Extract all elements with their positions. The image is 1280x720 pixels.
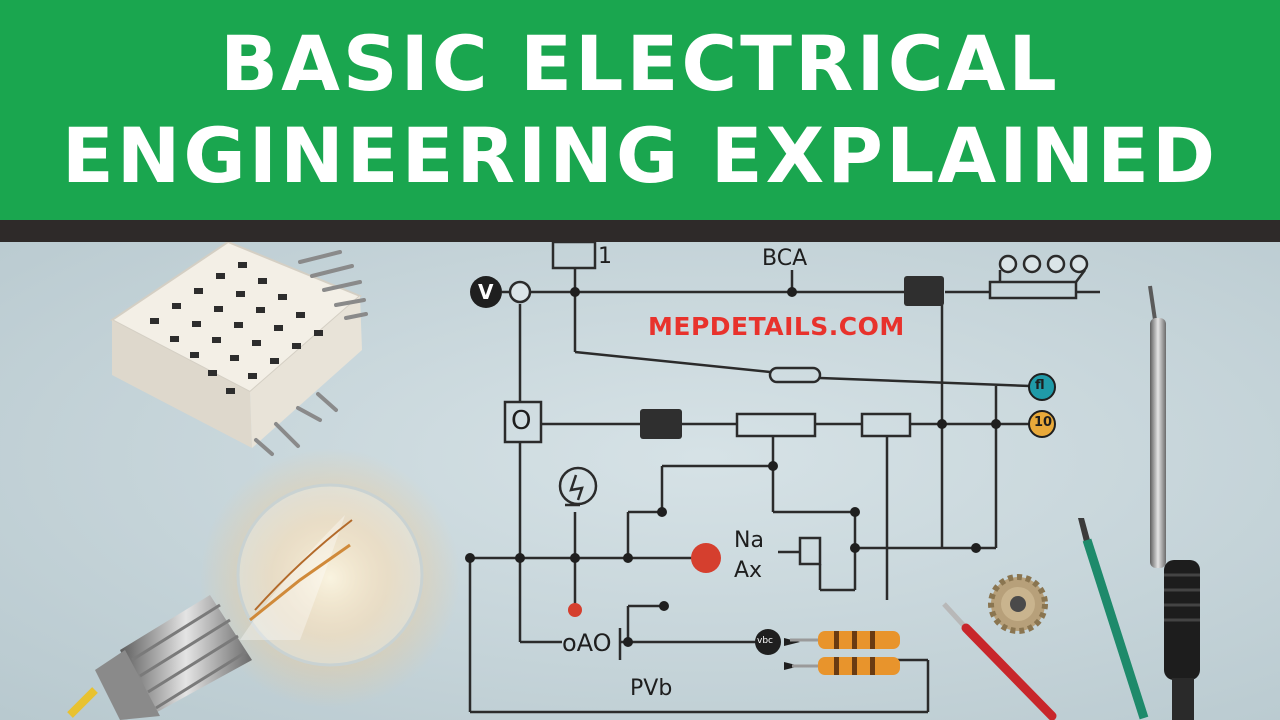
pencil	[1078, 518, 1149, 720]
watermark-text: MEPDETAILS.COM	[648, 312, 905, 341]
light-bulb-icon	[67, 448, 460, 720]
node-teal	[1028, 373, 1056, 401]
divider-bar	[0, 220, 1280, 242]
terminal-ring	[508, 280, 532, 304]
label-voltmeter: V	[478, 280, 494, 304]
label-box: O	[511, 406, 532, 436]
resistors	[790, 631, 900, 675]
vbc-node	[755, 629, 781, 655]
label-oao: oAO	[562, 629, 612, 657]
breadboard	[110, 242, 368, 456]
component-block-2	[640, 409, 682, 439]
label-ax: Ax	[734, 558, 763, 583]
circuit-diagram	[468, 242, 1100, 714]
label-node-a: fl	[1035, 378, 1045, 393]
label-pvb: PVb	[630, 676, 673, 701]
label-node-b: 10	[1034, 415, 1053, 430]
soldering-iron	[1148, 285, 1200, 720]
label-na: Na	[734, 528, 764, 553]
voltmeter-icon	[470, 276, 502, 308]
component-block-1	[904, 276, 944, 306]
title-line-2: ENGINEERING EXPLAINED	[61, 111, 1219, 200]
label-top-box: 1	[598, 244, 612, 269]
coil-icon	[998, 254, 1089, 274]
schematic-scene	[0, 242, 1280, 720]
label-vbc: vbc	[757, 636, 773, 646]
red-wire	[942, 602, 1057, 720]
gear-icon	[988, 574, 1048, 634]
lamp-indicator	[691, 543, 721, 573]
title-line-1: BASIC ELECTRICAL	[220, 19, 1060, 108]
title-banner: BASIC ELECTRICAL ENGINEERING EXPLAINED	[0, 0, 1280, 220]
small-red-node	[568, 603, 582, 617]
node-yellow	[1028, 410, 1056, 438]
label-bca: BCA	[762, 246, 808, 271]
junction-dots	[465, 287, 1001, 647]
